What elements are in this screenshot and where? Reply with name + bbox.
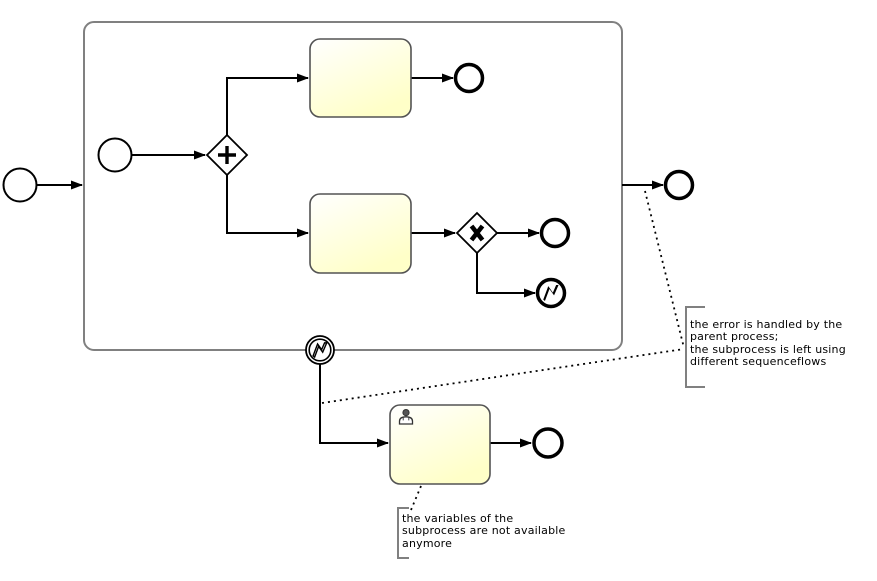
flow-xor-to-error-end (476, 253, 536, 298)
annotation-line: different sequenceflows (690, 355, 827, 369)
flow-gateway-to-upper-task (226, 73, 309, 135)
boundary-error-event (305, 335, 335, 365)
annotation-brackets (397, 306, 705, 559)
end-event-after-user-task (532, 427, 564, 459)
annotation-line: the subprocess is left using (690, 342, 846, 356)
error-note-bracket (685, 306, 705, 388)
parallel-gateway (205, 133, 249, 177)
exclusive-gateway (455, 211, 499, 255)
association-parent-end-to-error-note (644, 190, 685, 349)
lightning-bolt-icon (312, 342, 328, 359)
error-end-event (535, 277, 567, 309)
variables-note-bracket (397, 507, 409, 559)
lightning-bolt-icon (543, 284, 559, 301)
task-upper (309, 38, 412, 118)
annotation-line: the variables of the (402, 512, 514, 525)
end-event-parent (663, 169, 695, 201)
annotation-variables-note: the variables of the subprocess are not … (402, 512, 566, 550)
user-task (389, 404, 491, 485)
start-event-outer (2, 167, 38, 203)
error-end-event-circle (535, 277, 567, 309)
x-icon (469, 224, 485, 242)
annotation-associations (321, 190, 685, 511)
annotation-line: the error is handled by the (690, 318, 843, 331)
end-event-lower (539, 217, 571, 249)
annotation-error-note: the error is handled by the parent proce… (690, 318, 846, 369)
flow-boundary-to-user-task (319, 364, 389, 448)
annotation-line: subprocess are not available (402, 524, 566, 538)
task-lower (309, 193, 412, 274)
annotation-line: parent process; (690, 330, 779, 344)
person-icon (398, 409, 414, 425)
association-boundary-flow-to-error-note (321, 348, 685, 404)
association-user-task-to-variables-note (410, 485, 422, 511)
plus-icon (218, 146, 236, 164)
end-event-upper (453, 62, 485, 94)
flow-gateway-to-lower-task (226, 175, 309, 238)
annotation-line: anymore (402, 536, 453, 550)
sequence-flows (37, 73, 664, 448)
user-task-rect (389, 404, 491, 485)
start-event-inner (97, 137, 133, 173)
